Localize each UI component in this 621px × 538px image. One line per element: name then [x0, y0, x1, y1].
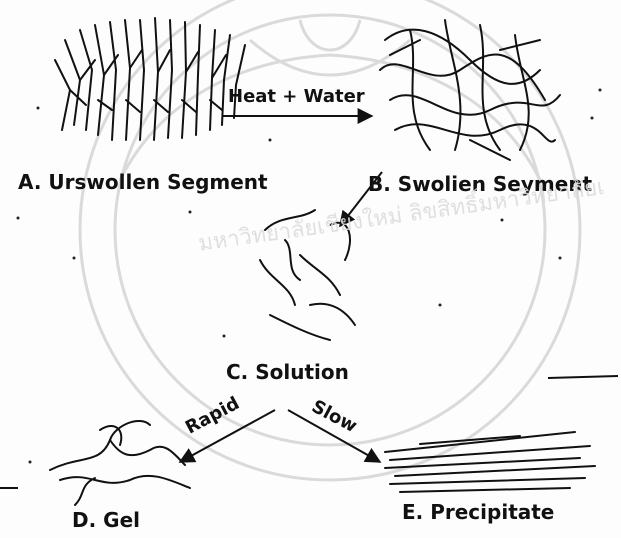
gel-label: D. Gel [72, 508, 140, 532]
gel-network [50, 421, 190, 505]
precipitate-label: E. Precipitate [402, 500, 554, 524]
scan-noise-dots [17, 89, 602, 464]
solution-label: C. Solution [226, 360, 349, 384]
heat-water-label: Heat + Water [228, 86, 365, 107]
precipitate-strands [385, 432, 595, 492]
segment-a-label: A. Urswollen Segment [18, 170, 268, 194]
margin-dashes [0, 376, 618, 488]
unswollen-segment-fibers [55, 18, 245, 140]
